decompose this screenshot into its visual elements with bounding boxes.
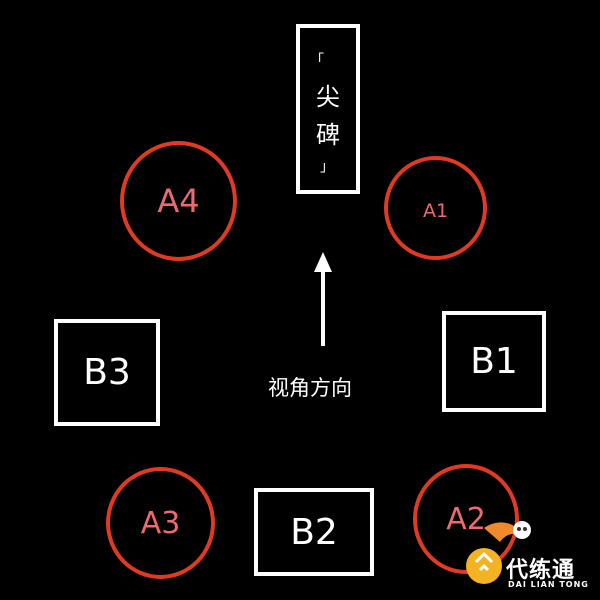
stele-text: 尖 碑 (300, 78, 356, 154)
stele-top-bracket: 「 (310, 53, 324, 69)
circle-a1-label: A1 (422, 200, 449, 222)
watermark-subtitle: DAI LIAN TONG (508, 580, 589, 589)
square-b2: B2 (254, 488, 374, 576)
square-b1: B1 (442, 311, 546, 412)
stele-char-1: 尖 (316, 83, 340, 111)
watermark-logo: 代练通 DAI LIAN TONG (454, 514, 594, 594)
stele-char-2: 碑 (316, 121, 340, 149)
square-b1-label: B1 (470, 341, 518, 382)
view-direction-label: 视角方向 (268, 376, 352, 400)
circle-a4: A4 (120, 141, 237, 261)
circle-a3-label: A3 (140, 505, 181, 541)
stele-bottom-bracket: 」 (320, 159, 334, 175)
circle-a1: A1 (384, 156, 487, 260)
circle-a2: A2 (413, 464, 519, 574)
circle-a3: A3 (106, 467, 215, 579)
circle-a4-label: A4 (157, 182, 200, 220)
view-direction-arrow-icon (314, 252, 332, 346)
stele-box: 「 尖 碑 」 (296, 24, 360, 194)
square-b3-label: B3 (83, 352, 131, 393)
circle-a2-label: A2 (446, 501, 486, 537)
square-b3: B3 (54, 319, 160, 426)
watermark-badge-icon (466, 521, 531, 584)
square-b2-label: B2 (290, 511, 338, 553)
watermark-title: 代练通 (506, 558, 576, 583)
